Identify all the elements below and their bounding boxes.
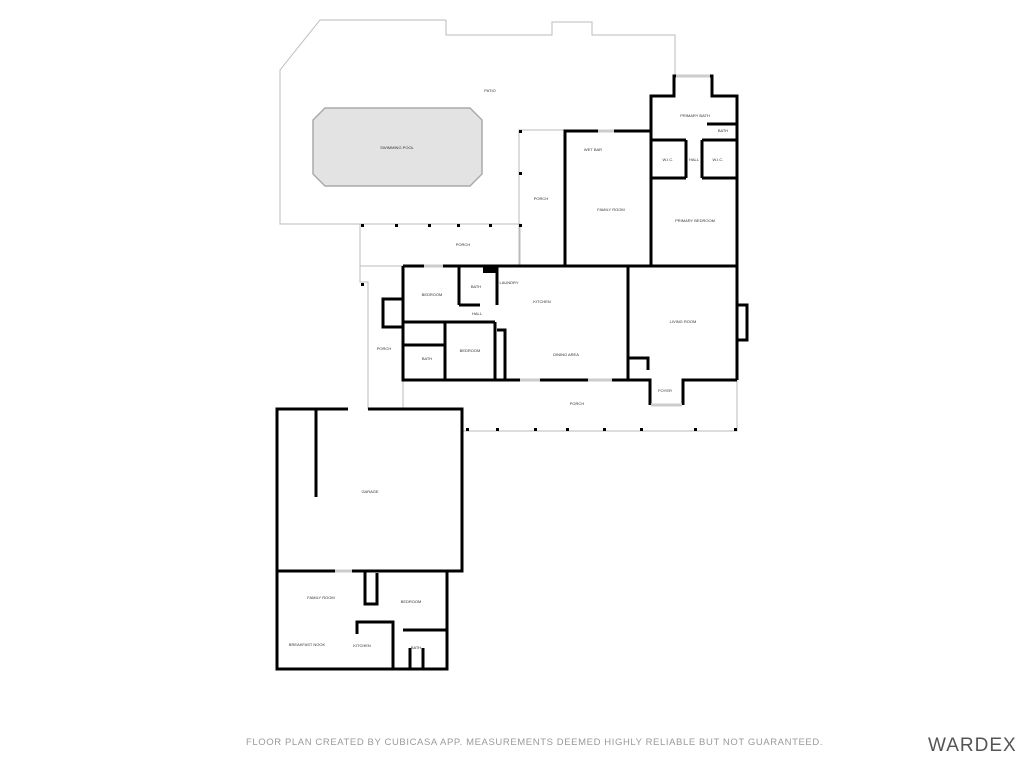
- label-hall: HALL: [472, 311, 483, 316]
- label-kitchen-2: KITCHEN: [353, 643, 371, 648]
- label-bedroom-1: BEDROOM: [422, 292, 443, 297]
- disclaimer-footer: FLOOR PLAN CREATED BY CUBICASA APP. MEAS…: [246, 737, 824, 748]
- walls: [381, 74, 749, 407]
- label-foyer: FOYER: [658, 388, 672, 393]
- label-kitchen: KITCHEN: [533, 299, 551, 304]
- porch-top-area: [359, 223, 521, 267]
- label-living-room: LIVING ROOM: [670, 319, 697, 324]
- label-patio: PATIO: [484, 88, 495, 93]
- label-family-room-2: FAMILY ROOM: [307, 595, 334, 600]
- label-bath-2: BATH: [422, 356, 432, 361]
- label-porch-top: PORCH: [456, 242, 471, 247]
- label-family-room: FAMILY ROOM: [597, 207, 624, 212]
- label-bedroom-3: BEDROOM: [401, 599, 422, 604]
- label-bath-primary: BATH: [718, 128, 728, 133]
- label-laundry: LAUNDRY: [499, 280, 518, 285]
- label-porch-front: PORCH: [570, 401, 585, 406]
- label-bath-3: BATH: [411, 645, 421, 650]
- label-bedroom-2: BEDROOM: [460, 348, 481, 353]
- label-wic-left: W.I.C.: [663, 157, 674, 162]
- label-swimming-pool: SWIMMING POOL: [380, 145, 414, 150]
- label-porch-left: PORCH: [377, 346, 392, 351]
- label-dining-area: DINING AREA: [553, 352, 579, 357]
- brand-logo: WARDEX: [928, 735, 1017, 756]
- patio-outline-top: [445, 20, 676, 76]
- label-hall-primary: HALL: [689, 157, 700, 162]
- swimming-pool: [312, 107, 483, 187]
- label-primary-bedroom: PRIMARY BEDROOM: [675, 218, 715, 223]
- label-breakfast-nook: BREAKFAST NOOK: [289, 642, 326, 647]
- label-primary-bath: PRIMARY BATH: [680, 113, 710, 118]
- porch-left-area: [359, 266, 369, 409]
- label-bath-1: BATH: [471, 284, 481, 289]
- garage-walls: [275, 407, 464, 671]
- label-porch-side: PORCH: [534, 196, 549, 201]
- label-wet-bar: WET BAR: [584, 147, 602, 152]
- label-wic-right: W.I.C.: [713, 157, 724, 162]
- porch-posts: [361, 130, 737, 431]
- label-garage: GARAGE: [361, 489, 378, 494]
